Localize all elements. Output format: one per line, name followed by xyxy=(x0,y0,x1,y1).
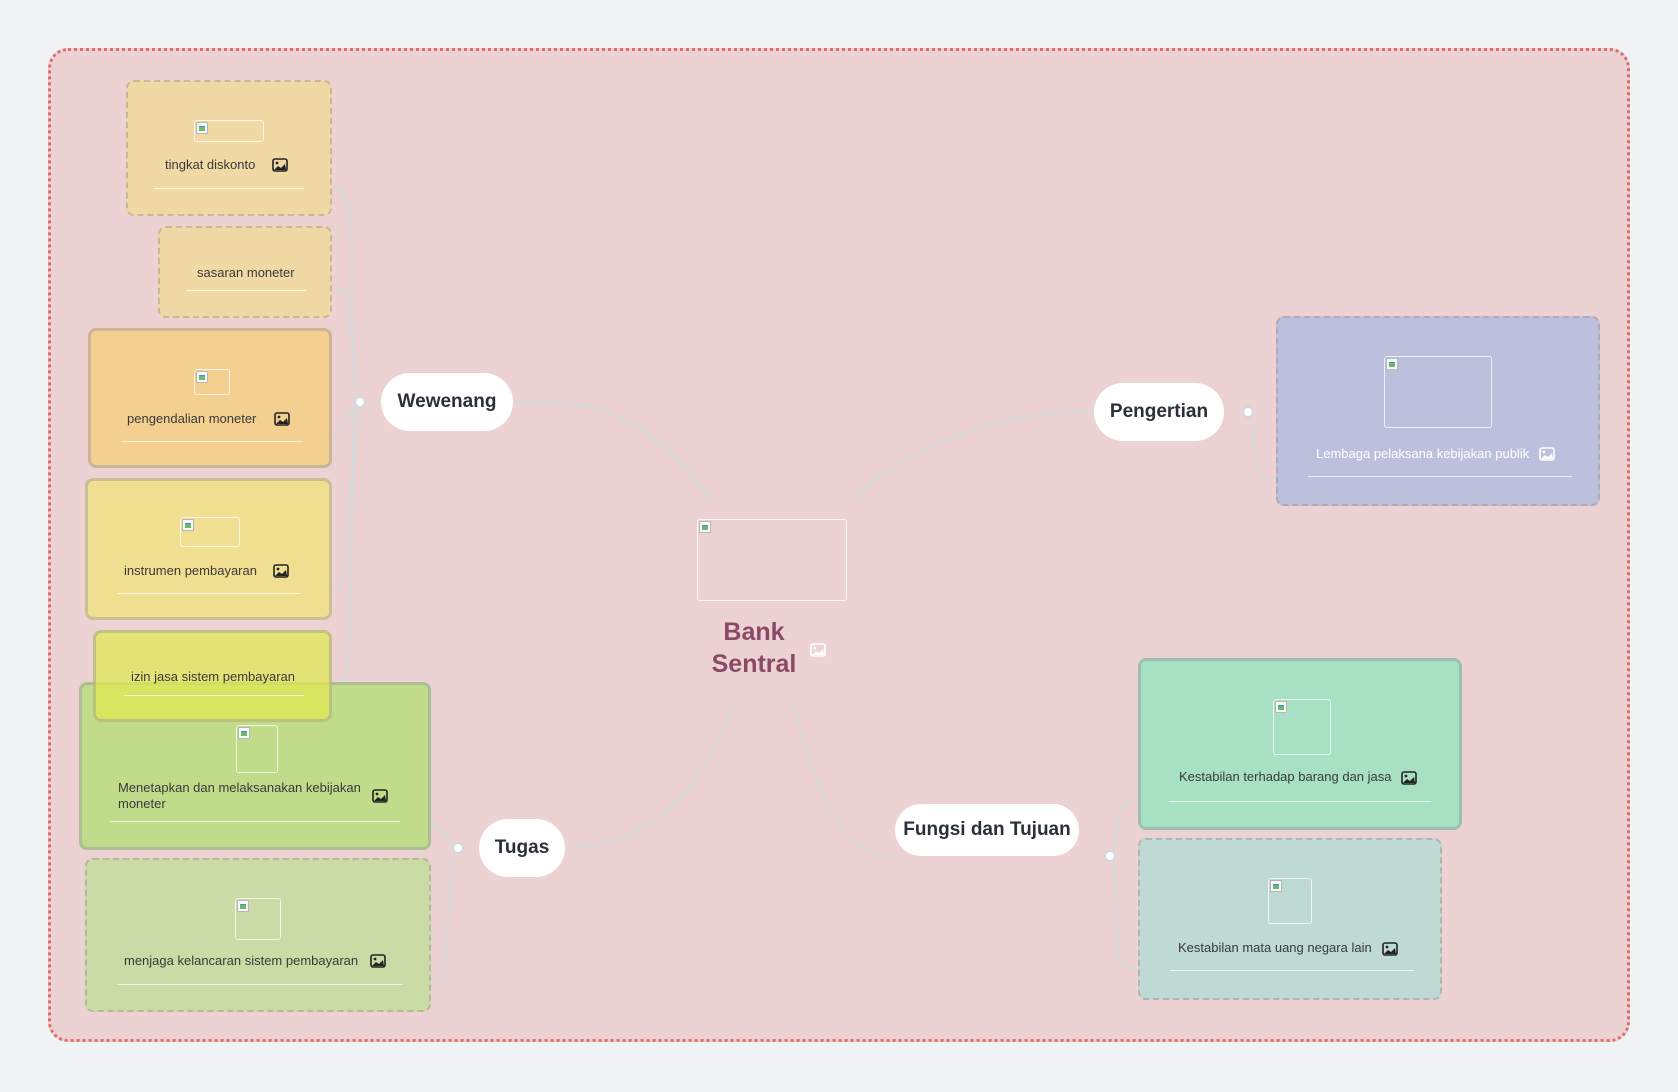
image-icon xyxy=(273,564,289,578)
image-placeholder xyxy=(235,898,281,940)
node-underline xyxy=(186,290,306,291)
broken-image-icon xyxy=(182,519,194,531)
image-placeholder xyxy=(194,120,264,142)
image-placeholder xyxy=(1384,356,1492,428)
broken-image-icon xyxy=(1386,358,1398,370)
branch-tugas[interactable]: Tugas xyxy=(479,819,565,877)
node-underline xyxy=(1308,476,1572,477)
image-placeholder xyxy=(194,369,230,395)
broken-image-icon xyxy=(699,521,711,533)
image-icon xyxy=(372,789,388,803)
image-placeholder xyxy=(1273,699,1331,755)
broken-image-icon xyxy=(196,371,208,383)
node-underline xyxy=(124,695,304,696)
node-pengendalian-moneter[interactable]: pengendalian moneter xyxy=(88,328,332,468)
image-icon xyxy=(1382,942,1398,956)
broken-image-icon xyxy=(1270,880,1282,892)
collapse-toggle-pengertian[interactable] xyxy=(1242,406,1254,418)
node-izin-jasa[interactable]: izin jasa sistem pembayaran xyxy=(93,630,332,722)
node-label: Kestabilan terhadap barang dan jasa xyxy=(1179,769,1392,784)
image-icon xyxy=(272,158,288,172)
node-label: menjaga kelancaran sistem pembayaran xyxy=(124,953,359,968)
broken-image-icon xyxy=(196,122,208,134)
image-icon xyxy=(1401,771,1417,785)
node-underline xyxy=(1169,801,1431,802)
image-placeholder xyxy=(1268,878,1312,924)
broken-image-icon xyxy=(1275,701,1287,713)
node-label: instrumen pembayaran xyxy=(124,563,257,578)
branch-wewenang[interactable]: Wewenang xyxy=(381,373,513,431)
image-icon xyxy=(810,643,826,657)
node-label: Menetapkan dan melaksanakan kebijakan mo… xyxy=(118,780,361,811)
image-icon xyxy=(1539,447,1555,461)
central-image-placeholder xyxy=(697,519,847,601)
node-kestabilan-barang[interactable]: Kestabilan terhadap barang dan jasa xyxy=(1138,658,1462,830)
node-label: tingkat diskonto xyxy=(165,157,256,172)
node-label: sasaran moneter xyxy=(197,265,295,280)
collapse-toggle-tugas[interactable] xyxy=(452,842,464,854)
node-sasaran-moneter[interactable]: sasaran moneter xyxy=(158,226,332,318)
broken-image-icon xyxy=(238,727,250,739)
broken-image-icon xyxy=(237,900,249,912)
branch-pengertian[interactable]: Pengertian xyxy=(1094,383,1224,441)
node-kestabilan-mata-uang[interactable]: Kestabilan mata uang negara lain xyxy=(1138,838,1442,1000)
central-topic-title[interactable]: Bank Sentral xyxy=(711,618,797,678)
node-underline xyxy=(121,441,303,442)
node-menjaga-kelancaran[interactable]: menjaga kelancaran sistem pembayaran xyxy=(85,858,431,1012)
node-underline xyxy=(154,188,304,189)
collapse-toggle-fungsi[interactable] xyxy=(1104,850,1116,862)
node-lembaga-pelaksana[interactable]: Lembaga pelaksana kebijakan publik xyxy=(1276,316,1600,506)
node-underline xyxy=(110,821,400,822)
node-instrumen-pembayaran[interactable]: instrumen pembayaran xyxy=(85,478,332,620)
node-underline xyxy=(117,984,403,985)
node-label: pengendalian moneter xyxy=(127,411,257,426)
collapse-toggle-wewenang[interactable] xyxy=(354,396,366,408)
node-label: Kestabilan mata uang negara lain xyxy=(1178,940,1372,955)
node-underline xyxy=(118,593,300,594)
image-icon xyxy=(274,412,290,426)
node-underline xyxy=(1170,970,1414,971)
node-tingkat-diskonto[interactable]: tingkat diskonto xyxy=(126,80,332,216)
branch-fungsi-dan-tujuan[interactable]: Fungsi dan Tujuan xyxy=(895,804,1079,856)
image-placeholder xyxy=(180,517,240,547)
node-label: Lembaga pelaksana kebijakan publik xyxy=(1316,446,1530,461)
image-icon xyxy=(370,954,386,968)
image-placeholder xyxy=(236,725,278,773)
node-label: izin jasa sistem pembayaran xyxy=(131,669,296,684)
